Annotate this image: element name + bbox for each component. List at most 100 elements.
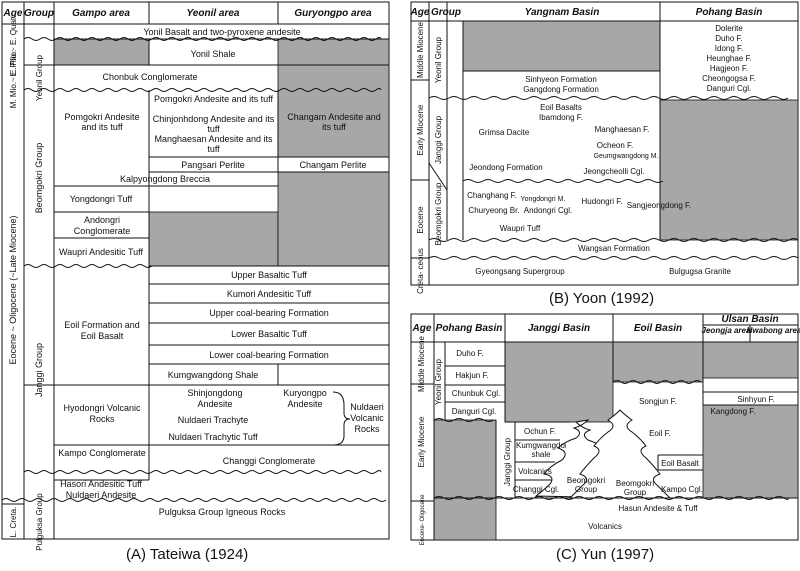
header-yangnam: Yangnam Basin xyxy=(525,7,600,18)
unit-label: Eoil Basalts xyxy=(540,103,582,112)
caption-a: (A) Tateiwa (1924) xyxy=(126,546,249,563)
header-age: Age xyxy=(410,7,430,18)
unit-label: Cheongogsa F. xyxy=(702,74,756,83)
unit-label: Churyeong Br. xyxy=(468,206,519,215)
header-yeonil: Yeonil area xyxy=(187,8,240,19)
unit-label: Sinhyeon Formation xyxy=(525,75,597,84)
unit-label: Heunghae F. xyxy=(706,54,751,63)
header-eoil: Eoil Basin xyxy=(634,323,682,334)
unit-label: Kumgwangdong shale xyxy=(516,441,566,459)
gap-fill xyxy=(148,211,279,267)
unit-label: Pomgokri Andesite and its tuff xyxy=(64,112,140,132)
gap-fill xyxy=(659,99,799,241)
unit-label: Grimsa Dacite xyxy=(479,128,530,137)
header-age: Age xyxy=(412,323,432,334)
unit-label: Songjun F. xyxy=(639,397,677,406)
unit-label: Kangdong F. xyxy=(711,407,756,416)
age-cretaceous: Creta- ceous xyxy=(416,248,425,294)
header-pohang: Pohang Basin xyxy=(696,7,763,18)
unit-label: Nuldaeri Volcanic Rocks xyxy=(350,402,384,434)
unit-label: Gangdong Formation xyxy=(523,85,599,94)
unit-label: Nuldaeri Trachyte xyxy=(178,415,249,425)
unit-label: Andongri Cgl. xyxy=(524,206,572,215)
unit-label: Geumgwangdong M. xyxy=(594,153,659,160)
unit-label: Sinhyun F. xyxy=(737,395,774,404)
unit-label: Nuldaeri Trachytic Tuff xyxy=(168,432,258,442)
group-janggi: Janggi Group xyxy=(434,115,443,164)
panel-a-tateiwa: Age Group Gampo area Yeonil area Guryong… xyxy=(1,1,390,551)
gap-fill xyxy=(277,171,390,267)
unit-label: Kalpyongdong Breccia xyxy=(120,174,210,184)
unit-label: Yonil Basalt and two-pyroxene andesite xyxy=(143,27,300,37)
group-yeonil: Yeonil Group xyxy=(35,54,44,101)
unit-label: Hakjun F. xyxy=(455,371,488,380)
unit-label: Gyeongsang Supergroup xyxy=(475,267,565,276)
gap-fill xyxy=(702,404,799,499)
unit-label: Ibamdong F. xyxy=(539,113,583,122)
unit-label: Danguri Cgl. xyxy=(452,407,496,416)
gap-fill xyxy=(53,38,150,66)
unit-label: Bulgugsa Granite xyxy=(669,267,731,276)
unit-label: Manghaesan F. xyxy=(595,125,650,134)
unit-label: Hasun Andesite & Tuff xyxy=(618,504,698,513)
unit-label: Sangjeongdong F. xyxy=(627,201,692,210)
unit-label: Danguri Cgl. xyxy=(707,84,751,93)
unit-label: Upper Basaltic Tuff xyxy=(231,270,307,280)
gap-fill xyxy=(702,341,799,379)
unit-label: Chinjonhdong Andesite and its tuff xyxy=(152,114,275,134)
header-janggi: Janggi Basin xyxy=(528,323,590,334)
header-group: Group xyxy=(24,8,54,19)
age-early-miocene: Early Miocene xyxy=(416,104,425,155)
unit-label: Eoil F. xyxy=(649,429,671,438)
header-guryongpo: Guryongpo area xyxy=(294,8,372,19)
unit-label: Volcanics xyxy=(518,467,552,476)
group-beomgokri: Beomgokri Group xyxy=(34,143,44,214)
header-age: Age xyxy=(3,8,23,19)
header-jeongja: Jeongja area xyxy=(702,326,751,335)
age-mio-plio: M. Mio.~ E. Plio. xyxy=(9,50,18,108)
header-gampo: Gampo area xyxy=(72,8,130,19)
unit-label: Pomgokri Andesite and its tuff xyxy=(154,94,273,104)
unit-label: Kampo Cgl. xyxy=(661,485,703,494)
unit-label: Upper coal-bearing Formation xyxy=(209,308,329,318)
header-hwabong: Hwabong area xyxy=(747,326,800,335)
unit-label: Beomgokri Group xyxy=(615,479,655,497)
unit-label: Shinjongdong Andesite xyxy=(187,388,243,409)
unit-label: Kuryongpo Andesite xyxy=(283,388,327,409)
group-pulguksa: Pulguksa Group xyxy=(35,493,44,551)
unit-label: Hagjeon F. xyxy=(710,64,748,73)
unit-label: Kumgwangdong Shale xyxy=(168,370,259,380)
panel-c-yun: Age Pohang Basin Janggi Basin Eoil Basin… xyxy=(410,313,800,546)
group-yeonil: Yeonil Group xyxy=(434,358,443,405)
unit-label: Yongdongri M. xyxy=(521,196,566,203)
gap-fill xyxy=(612,341,704,383)
unit-label: Beomgokri Group xyxy=(566,476,606,494)
unit-label: Changhang F. xyxy=(467,191,517,200)
unit-label: Waupri Tuff xyxy=(500,224,541,233)
caption-c: (C) Yun (1997) xyxy=(556,546,655,563)
age-eocene: Eocene ~ Oligocene (~Late Miocene) xyxy=(8,215,18,364)
unit-label: Lower coal-bearing Formation xyxy=(209,350,329,360)
unit-label: Eoil Formation and Eoil Basalt xyxy=(64,320,140,341)
unit-label: Kumori Andesitic Tuff xyxy=(227,289,312,299)
group-yeonil: Yeonil Group xyxy=(434,36,443,83)
group-janggi: Janggi Group xyxy=(503,437,512,486)
unit-label: Pangsari Perlite xyxy=(181,160,245,170)
header-group: Group xyxy=(431,7,461,18)
gap-fill xyxy=(504,341,614,423)
unit-label: Jeondong Formation xyxy=(469,163,542,172)
unit-label: Duho F. xyxy=(456,349,484,358)
unit-label: Jeongcheolli Cgl. xyxy=(584,167,645,176)
age-eocene-oligocene: Eocene- Oligocene xyxy=(420,494,426,546)
header-ulsan: Ulsan Basin xyxy=(721,314,778,325)
group-janggi: Janggi Group xyxy=(34,343,44,397)
unit-label: Kampo Conglomerate xyxy=(58,448,146,458)
age-eocene: Eocene xyxy=(416,206,425,234)
unit-label: Eoil Basalt xyxy=(661,459,700,468)
unit-label: Andongri Conglomerate xyxy=(73,215,131,236)
unit-label: Lower Basaltic Tuff xyxy=(231,329,307,339)
unit-label: Chunbuk Cgl. xyxy=(452,389,500,398)
gap-fill xyxy=(433,419,497,541)
unit-label: Chonbuk Conglomerate xyxy=(102,72,197,82)
